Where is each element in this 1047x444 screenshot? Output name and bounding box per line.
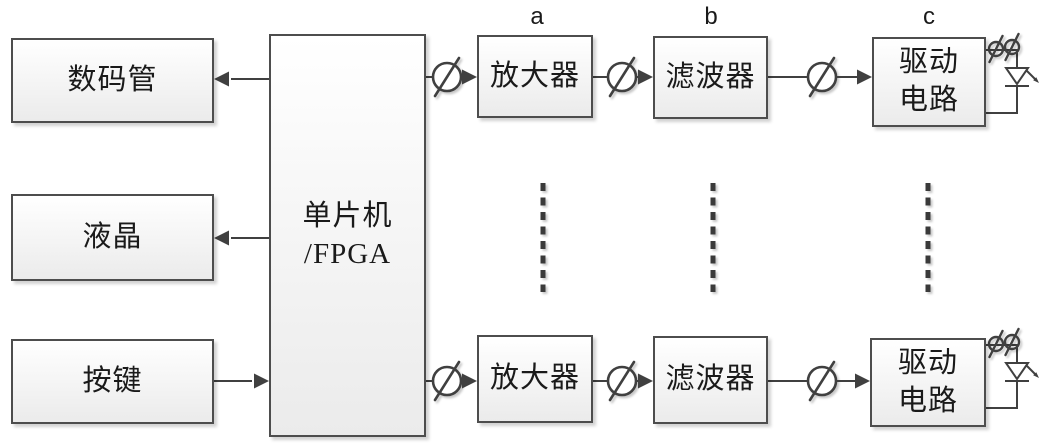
block-label: 单片机 /FPGA bbox=[302, 198, 392, 273]
mcu-to-digital-tube-link bbox=[214, 71, 269, 87]
mcu-label-line1: 单片机 bbox=[302, 199, 393, 232]
block-filter-row2: 滤波器 bbox=[653, 336, 768, 424]
led-diode-icon bbox=[1004, 362, 1030, 381]
driver-label-line2: 电路 bbox=[897, 384, 958, 417]
bus-signal-icon bbox=[806, 56, 838, 98]
block-label: 滤波器 bbox=[665, 363, 756, 396]
block-label: 驱动 电路 bbox=[899, 44, 959, 119]
block-mcu-fpga: 单片机 /FPGA bbox=[269, 34, 426, 437]
block-filter-row1: 滤波器 bbox=[653, 36, 768, 119]
block-keys: 按键 bbox=[11, 339, 214, 424]
arrowhead-right-icon bbox=[638, 373, 653, 389]
block-label: 滤波器 bbox=[665, 60, 756, 93]
arrowhead-right-icon bbox=[638, 69, 653, 85]
block-digital-tube: 数码管 bbox=[11, 38, 214, 123]
block-label: 放大器 bbox=[489, 59, 580, 92]
block-amplifier-row2: 放大器 bbox=[477, 335, 593, 423]
led-emission-arrow-icon bbox=[1026, 70, 1040, 84]
bus-signal-icon bbox=[431, 360, 463, 402]
block-driver-row2: 驱动 电路 bbox=[870, 338, 986, 427]
bus-signal-icon bbox=[606, 56, 638, 98]
led-emission-arrow-icon bbox=[1026, 365, 1040, 379]
mcu-label-line2: /FPGA bbox=[303, 237, 392, 270]
block-label: 放大器 bbox=[489, 362, 580, 395]
driver-label-line1: 驱动 bbox=[897, 346, 958, 379]
block-label: 按键 bbox=[82, 364, 143, 397]
arrowhead-left-icon bbox=[214, 230, 229, 246]
row2-amplifier-filter-link bbox=[593, 360, 653, 402]
driver-label-line1: 驱动 bbox=[898, 46, 959, 79]
continuation-ellipsis bbox=[540, 183, 931, 292]
column-label-c: c bbox=[923, 3, 935, 30]
mcu-to-lcd-link bbox=[214, 230, 269, 246]
bus-signal-icon bbox=[431, 56, 463, 98]
row1-mcu-amplifier-link bbox=[426, 56, 477, 98]
row2-mcu-amplifier-link bbox=[426, 360, 477, 402]
driver-label-line2: 电路 bbox=[898, 84, 959, 116]
column-label-a: a bbox=[530, 3, 544, 30]
bus-signal-icon bbox=[606, 360, 638, 402]
column-label-b: b bbox=[704, 3, 718, 30]
block-driver-row1: 驱动 电路 bbox=[872, 37, 986, 127]
arrowhead-right-icon bbox=[462, 69, 477, 85]
keys-to-mcu-link bbox=[214, 373, 269, 389]
row1-led-circuit bbox=[986, 32, 1040, 114]
block-label: 驱动 电路 bbox=[898, 345, 958, 420]
arrowhead-left-icon bbox=[214, 71, 229, 87]
arrowhead-right-icon bbox=[855, 373, 870, 389]
led-diode-icon bbox=[1004, 67, 1030, 86]
arrowhead-right-icon bbox=[254, 373, 269, 389]
row1-amplifier-filter-link bbox=[593, 56, 653, 98]
arrowhead-right-icon bbox=[857, 69, 872, 85]
row1-filter-driver-link bbox=[768, 56, 872, 98]
block-label: 液晶 bbox=[82, 220, 143, 253]
bus-signal-icon bbox=[806, 360, 838, 402]
block-label: 数码管 bbox=[67, 63, 158, 96]
row2-filter-driver-link bbox=[768, 360, 870, 402]
arrowhead-right-icon bbox=[462, 373, 477, 389]
block-lcd: 液晶 bbox=[11, 194, 214, 281]
row2-led-circuit bbox=[986, 327, 1040, 409]
block-amplifier-row1: 放大器 bbox=[477, 35, 593, 118]
